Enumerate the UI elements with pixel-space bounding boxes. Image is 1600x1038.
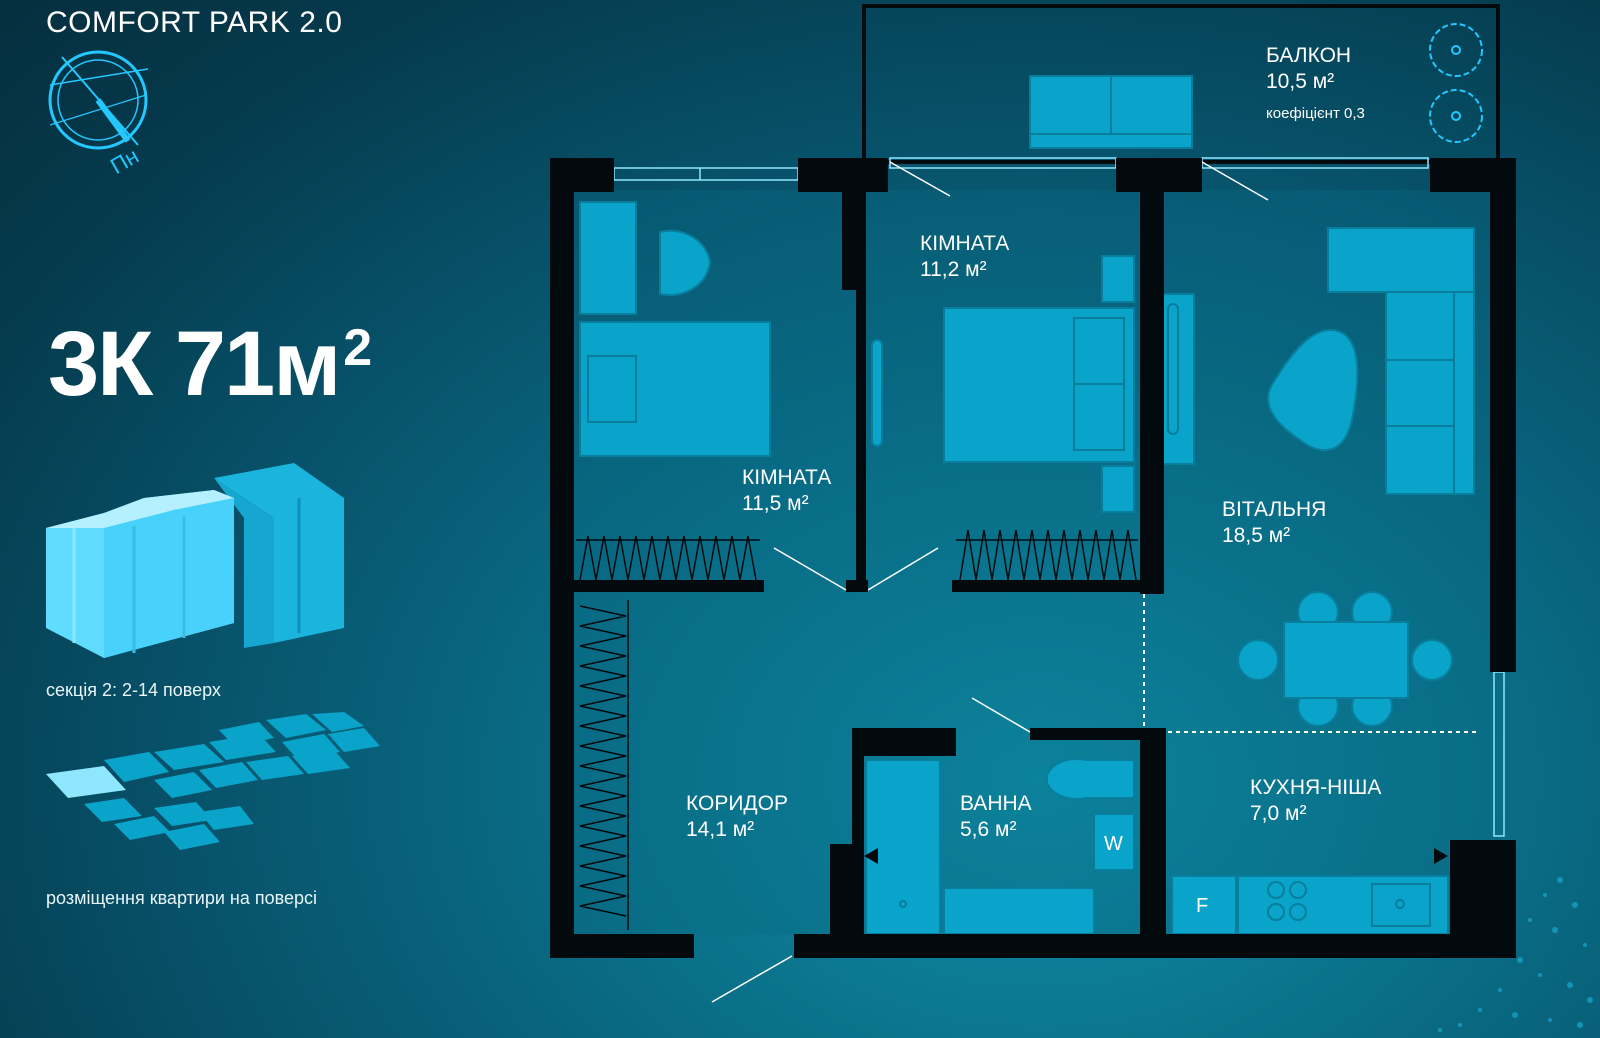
building-section-icon (46, 463, 344, 658)
bath-counter (943, 887, 1095, 935)
floor-position-caption: розміщення квартири на поверсі (46, 888, 318, 908)
compass-icon: Пн (48, 50, 149, 179)
living-area: 18,5 м² (1222, 524, 1290, 547)
dining-table (1237, 591, 1453, 727)
wardrobe-left (576, 535, 760, 581)
sink-icon (1371, 883, 1431, 927)
apartment-type-area: 3К 71м2 (48, 318, 372, 410)
stove-icon (1267, 881, 1307, 921)
corridor-name: КОРИДОР (686, 792, 788, 815)
decorative-foliage (1438, 877, 1593, 1032)
room-left-name: КІМНАТА (742, 466, 831, 489)
walls (550, 158, 1516, 958)
apartment-type-text: 3К 71м (48, 313, 341, 415)
balcony-coefficient: коефіцієнт 0,3 (1266, 105, 1365, 122)
shower (865, 759, 941, 935)
section-caption: секція 2: 2-14 поверх (46, 680, 221, 700)
kitchen-area: 7,0 м² (1250, 802, 1306, 825)
floor-position-icon (46, 712, 380, 850)
kitchen-name: КУХНЯ-НІША (1250, 776, 1381, 799)
plant-icon (1429, 23, 1483, 143)
wardrobe-middle (956, 529, 1138, 581)
toilet (1045, 758, 1135, 800)
coffee-table (1267, 328, 1359, 452)
room-left-area: 11,5 м² (742, 492, 809, 515)
project-title: COMFORT PARK 2.0 (46, 6, 343, 39)
room-middle-area: 11,2 м² (920, 258, 987, 281)
room-middle-name: КІМНАТА (920, 232, 1009, 255)
desk (579, 201, 637, 315)
area-unit-superscript: 2 (343, 319, 372, 377)
bath-area: 5,6 м² (960, 818, 1016, 841)
bath-name: ВАННА (960, 792, 1032, 815)
balcony-name: БАЛКОН (1266, 44, 1351, 67)
corridor-area: 14,1 м² (686, 818, 754, 841)
balcony-area: 10,5 м² (1266, 70, 1334, 93)
fridge-label: F (1196, 895, 1208, 917)
chair (659, 229, 712, 297)
floor-plan: W F (550, 4, 1593, 1032)
bed-left (579, 321, 771, 457)
washer (1093, 813, 1135, 871)
wardrobe-corridor (579, 600, 629, 930)
living-name: ВІТАЛЬНЯ (1222, 498, 1326, 521)
compass-north-label: Пн (106, 143, 143, 179)
washer-label: W (1104, 833, 1123, 855)
